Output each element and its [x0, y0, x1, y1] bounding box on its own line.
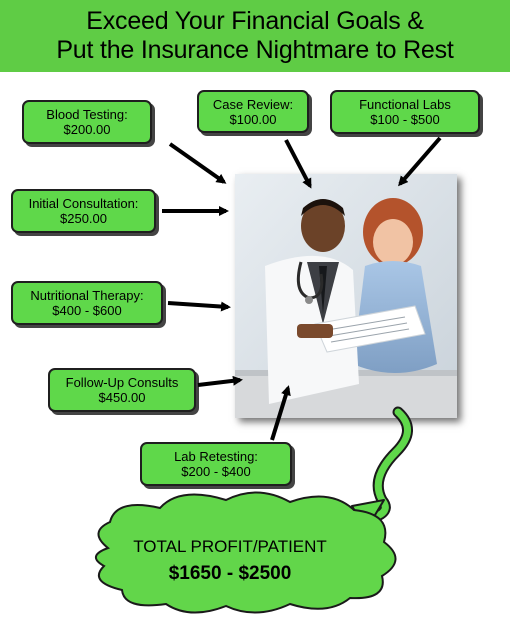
headline-line-2: Put the Insurance Nightmare to Rest — [56, 36, 454, 64]
service-price: $450.00 — [98, 390, 146, 405]
total-value: $1650 - $2500 — [168, 563, 292, 584]
header-banner: Exceed Your Financial Goals & Put the In… — [0, 0, 510, 72]
service-price: $100.00 — [229, 111, 277, 127]
service-box-blood-testing: Blood Testing: $200.00 — [22, 100, 152, 144]
arrow-lab-retesting — [270, 385, 291, 441]
service-box-case-review: Case Review: $100.00 — [197, 90, 309, 133]
service-box-lab-retesting: Lab Retesting: $200 - $400 — [140, 442, 292, 486]
service-price: $200 - $400 — [181, 464, 251, 479]
total-profit: TOTAL PROFIT/PATIENT $1650 - $2500 — [110, 537, 350, 586]
arrow-blood-testing — [168, 142, 227, 184]
arrow-functional-labs — [398, 136, 442, 187]
service-box-functional-labs: Functional Labs $100 - $500 — [330, 90, 480, 134]
service-box-follow-up-consults: Follow-Up Consults $450.00 — [48, 368, 196, 412]
service-price: $250.00 — [60, 211, 107, 226]
arrow-case-review — [284, 139, 312, 189]
service-price: $100 - $500 — [370, 112, 440, 127]
service-name: Follow-Up Consults — [65, 375, 179, 390]
service-box-initial-consultation: Initial Consultation: $250.00 — [11, 189, 156, 233]
service-name: Lab Retesting: — [174, 449, 258, 464]
service-price: $200.00 — [63, 122, 111, 137]
service-price: $400 - $600 — [52, 303, 122, 318]
arrow-nutritional-therapy — [167, 301, 231, 312]
arrow-follow-up-consults — [197, 375, 243, 387]
service-name: Nutritional Therapy: — [30, 288, 144, 303]
total-label: TOTAL PROFIT/PATIENT — [133, 537, 327, 556]
service-name: Initial Consultation: — [28, 196, 139, 211]
total-cloud — [95, 491, 397, 614]
headline-line-1: Exceed Your Financial Goals & — [86, 7, 424, 35]
service-name: Blood Testing: — [46, 107, 128, 122]
service-box-nutritional-therapy: Nutritional Therapy: $400 - $600 — [11, 281, 163, 325]
service-name: Functional Labs — [359, 97, 451, 112]
photo-illustration — [235, 174, 457, 418]
doctor-patient-photo — [235, 174, 457, 418]
service-name: Case Review: — [212, 96, 294, 112]
